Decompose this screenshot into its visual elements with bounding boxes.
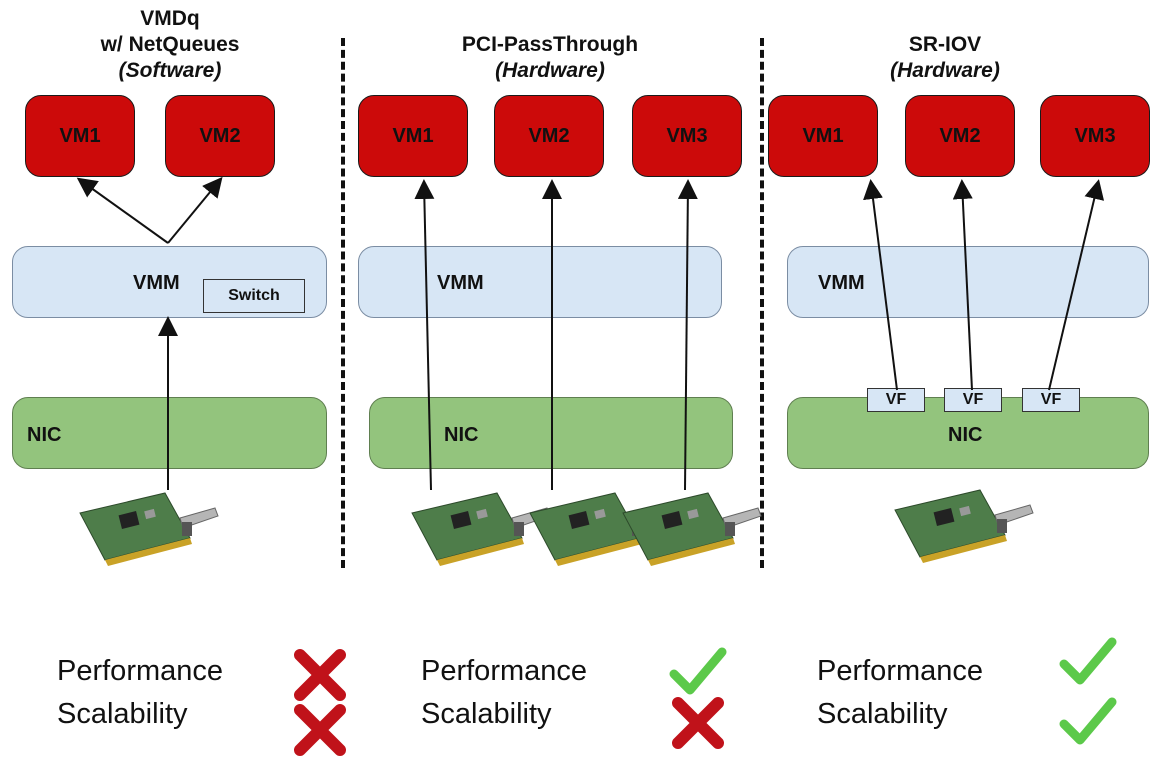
panel1-switch: Switch bbox=[203, 279, 305, 313]
panel3-vf1: VF bbox=[867, 388, 925, 412]
panel-divider-2 bbox=[760, 38, 764, 568]
panel3-performance-mark bbox=[1058, 632, 1118, 692]
panel3-arrow-vf1-to-vm1 bbox=[863, 179, 898, 391]
panel1-nic: NIC bbox=[12, 397, 327, 469]
panel1-vmm-label: VMM bbox=[133, 272, 180, 294]
panel2-arrow-card1-to-vm1 bbox=[414, 179, 435, 491]
panel3-nic-label: NIC bbox=[948, 424, 983, 446]
network-card-icon bbox=[894, 489, 1034, 563]
panel1-title: VMDq w/ NetQueues (Software) bbox=[20, 6, 320, 84]
panel2-vm1: VM1 bbox=[358, 95, 468, 177]
cross-icon bbox=[672, 697, 724, 749]
panel1-performance-mark bbox=[290, 645, 350, 705]
cross-icon bbox=[294, 649, 346, 701]
panel3-performance-label: Performance bbox=[817, 655, 984, 687]
panel3-vm1: VM1 bbox=[768, 95, 878, 177]
panel3-scalability-label: Scalability bbox=[817, 698, 948, 730]
panel3-title-line1: SR-IOV bbox=[908, 33, 982, 56]
panel2-vm3: VM3 bbox=[632, 95, 742, 177]
panel1-nic-label: NIC bbox=[27, 424, 62, 446]
panel1-scalability-mark bbox=[290, 700, 350, 757]
panel3-arrow-vf2-to-vm2 bbox=[952, 179, 973, 391]
panel1-vm1: VM1 bbox=[25, 95, 135, 177]
check-icon bbox=[1059, 637, 1117, 685]
panel3-vmm: VMM bbox=[787, 246, 1149, 318]
network-card-icon bbox=[622, 492, 762, 566]
check-icon bbox=[669, 647, 727, 695]
panel3-subtitle: (Hardware) bbox=[890, 59, 1000, 82]
panel3-arrow-vf3-to-vm3 bbox=[1048, 179, 1105, 391]
check-icon bbox=[1059, 697, 1117, 745]
panel2-vmm: VMM bbox=[358, 246, 722, 318]
panel1-title-line1: VMDq bbox=[140, 7, 200, 30]
panel2-scalability-mark bbox=[668, 693, 728, 753]
panel2-performance-mark bbox=[668, 642, 728, 702]
network-card-icon bbox=[79, 492, 219, 566]
panel2-arrow-card3-to-vm3 bbox=[677, 179, 698, 491]
panel2-performance-label: Performance bbox=[421, 655, 588, 687]
panel1-arrow-vmm-to-vm2 bbox=[167, 176, 223, 244]
cross-icon bbox=[294, 704, 346, 756]
panel1-vm2: VM2 bbox=[165, 95, 275, 177]
panel2-vmm-label: VMM bbox=[437, 272, 484, 294]
panel3-vm3: VM3 bbox=[1040, 95, 1150, 177]
panel2-title-line1: PCI-PassThrough bbox=[461, 33, 639, 56]
panel2-scalability-label: Scalability bbox=[421, 698, 552, 730]
panel1-scalability-label: Scalability bbox=[57, 698, 188, 730]
panel1-arrow-vmm-to-vm1 bbox=[76, 177, 169, 244]
panel2-vm2: VM2 bbox=[494, 95, 604, 177]
panel3-vf3: VF bbox=[1022, 388, 1080, 412]
panel3-vmm-label: VMM bbox=[818, 272, 865, 294]
panel1-subtitle: (Software) bbox=[118, 59, 222, 82]
panel2-subtitle: (Hardware) bbox=[495, 59, 605, 82]
panel2-nic-label: NIC bbox=[444, 424, 479, 446]
network-card-icon bbox=[411, 492, 551, 566]
panel3-title: SR-IOV (Hardware) bbox=[830, 32, 1060, 84]
panel-divider-1 bbox=[341, 38, 345, 568]
panel1-performance-label: Performance bbox=[57, 655, 224, 687]
panel2-title: PCI-PassThrough (Hardware) bbox=[400, 32, 700, 84]
panel1-title-line2: w/ NetQueues bbox=[100, 33, 240, 56]
panel3-vf2: VF bbox=[944, 388, 1002, 412]
panel3-scalability-mark bbox=[1058, 692, 1118, 752]
panel3-vm2: VM2 bbox=[905, 95, 1015, 177]
